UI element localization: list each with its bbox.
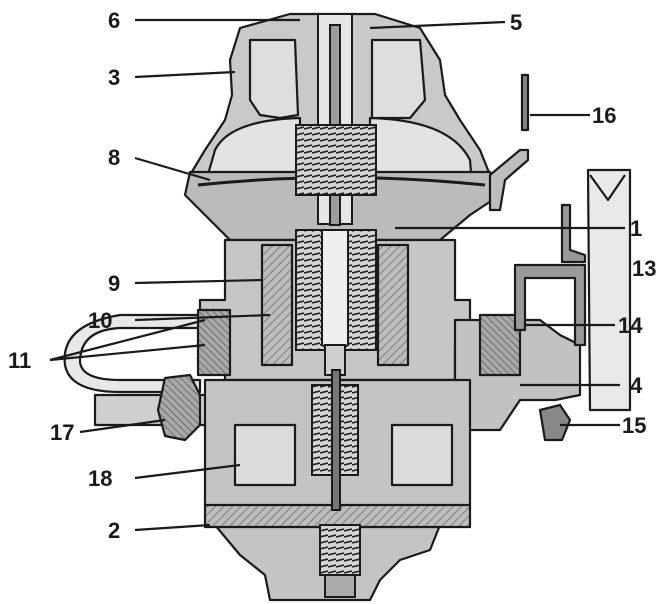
right-valve-stack: [478, 313, 522, 377]
bottom-plug: [324, 574, 356, 598]
piston: [321, 229, 349, 351]
pulley-bracket: [560, 203, 587, 264]
bottom-spring: [319, 524, 361, 576]
callout-9: 9: [108, 271, 120, 296]
lower-chamber-left: [233, 423, 297, 487]
lower-chamber-right: [390, 423, 454, 487]
callout-1: 1: [630, 216, 642, 241]
inlet-nut: [156, 373, 202, 442]
callout-17: 17: [50, 420, 74, 445]
leader-18: [134, 463, 241, 480]
leader-11a: [49, 318, 206, 362]
callout-10: 10: [88, 308, 112, 333]
leader-11b: [49, 343, 206, 362]
leader-lines: [49, 18, 625, 532]
lower-rod: [331, 369, 341, 511]
leader-3: [134, 70, 236, 79]
central-shaft: [295, 13, 377, 598]
leader-10: [134, 313, 271, 322]
callout-11: 11: [8, 348, 31, 373]
leader-2: [134, 523, 211, 532]
callout-13: 13: [632, 256, 656, 281]
callout-16: 16: [592, 103, 616, 128]
cylinder-right-wall: [376, 243, 410, 367]
callout-labels: 6 5 3 16 8 1 13 9 10 14 11 4 17 15 18 2: [8, 8, 656, 543]
callout-15: 15: [622, 413, 646, 438]
upper-dome-right: [368, 116, 474, 187]
callout-8: 8: [108, 145, 120, 170]
mounting-bracket: [488, 148, 530, 212]
leader-9: [134, 278, 263, 285]
cylinder-left-wall: [260, 243, 294, 367]
callout-18: 18: [88, 466, 112, 491]
leader-5: [369, 20, 506, 30]
callout-4: 4: [630, 373, 643, 398]
callout-14: 14: [618, 313, 643, 338]
left-chamber: [248, 38, 300, 120]
callout-6: 6: [108, 8, 120, 33]
right-chamber: [370, 38, 427, 120]
pulley-groove: [589, 174, 626, 202]
bracket-pin: [520, 73, 530, 132]
lever-frame: [513, 263, 587, 347]
leader-17: [79, 418, 166, 434]
upper-spring: [295, 124, 377, 196]
callout-5: 5: [510, 10, 522, 35]
callout-2: 2: [108, 518, 120, 543]
leader-8: [134, 156, 211, 182]
nozzle-screw: [538, 403, 572, 442]
pulley: [586, 168, 632, 412]
callout-3: 3: [108, 65, 120, 90]
